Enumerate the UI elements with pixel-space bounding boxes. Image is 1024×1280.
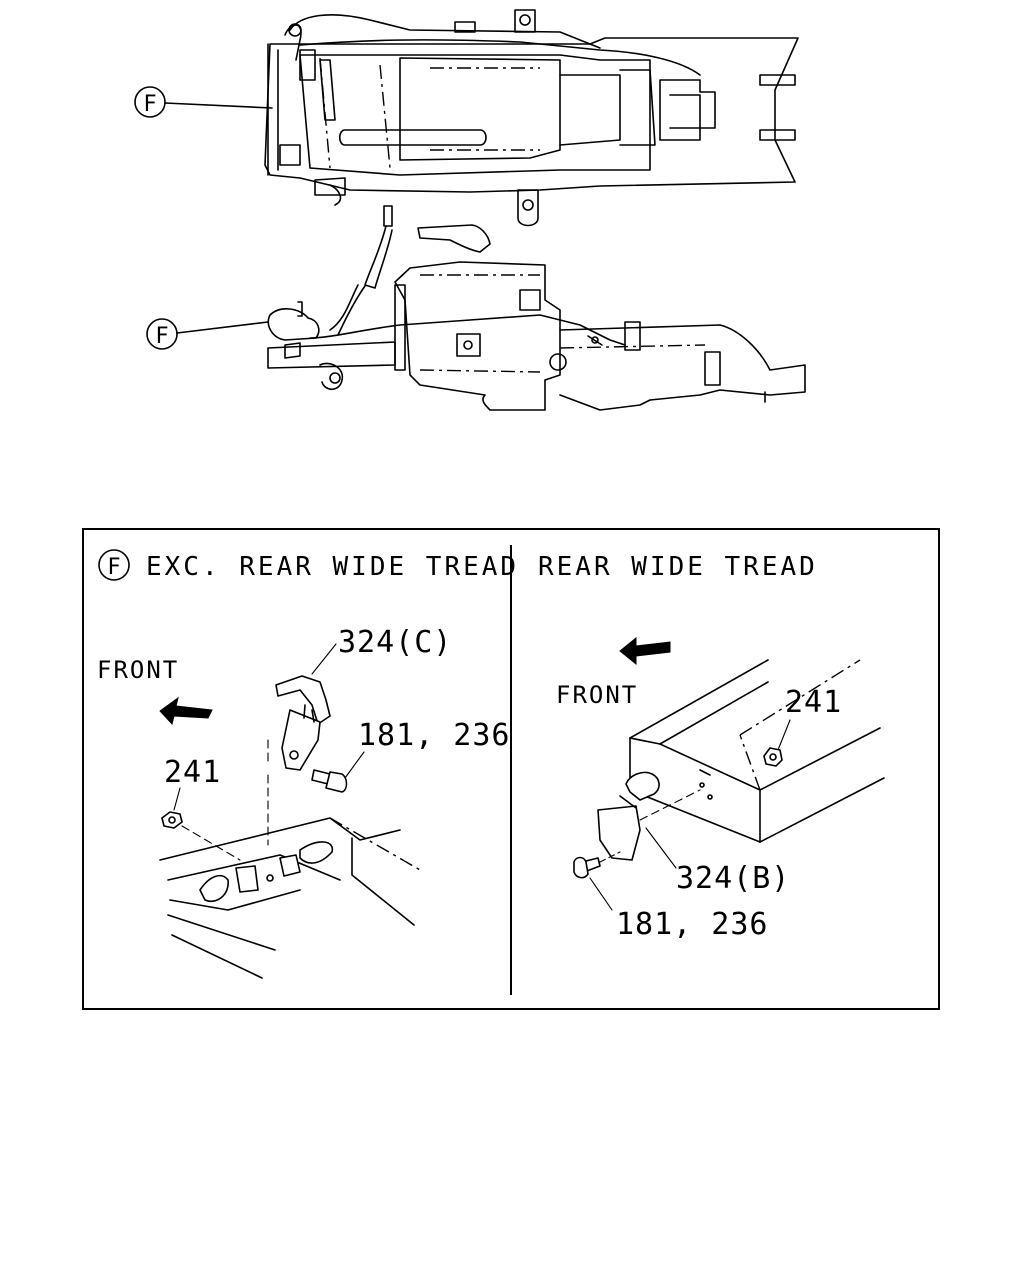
callout-bottom-letter: F (155, 324, 168, 349)
right-bolt-label: 181, 236 (616, 907, 769, 942)
chassis-side-view: F (146, 205, 806, 411)
left-front-label: FRONT (97, 656, 179, 684)
chassis-top-view: F (134, 9, 799, 227)
callout-leader (164, 102, 273, 109)
left-bolt-label: 181, 236 (358, 718, 511, 753)
left-panel: F EXC. REAR WIDE TREAD FRONT 324(C) 181,… (97, 549, 519, 979)
right-clip-label: 324(B) (676, 861, 790, 896)
left-clip-label: 324(C) (338, 625, 452, 660)
right-panel: REAR WIDE TREAD FRONT 241 324(B) 1 (538, 552, 885, 942)
callout-circle (134, 86, 166, 118)
left-nut-label: 241 (164, 755, 221, 790)
right-panel-title: REAR WIDE TREAD (538, 552, 818, 582)
front-arrow-icon (619, 636, 671, 666)
front-arrow-icon (159, 696, 213, 726)
callout-top-letter: F (143, 92, 156, 117)
detail-box (82, 528, 940, 1010)
right-nut-label: 241 (785, 685, 842, 720)
left-panel-title: EXC. REAR WIDE TREAD (146, 552, 519, 582)
right-front-label: FRONT (556, 681, 638, 709)
left-panel-callout: F (107, 555, 120, 580)
